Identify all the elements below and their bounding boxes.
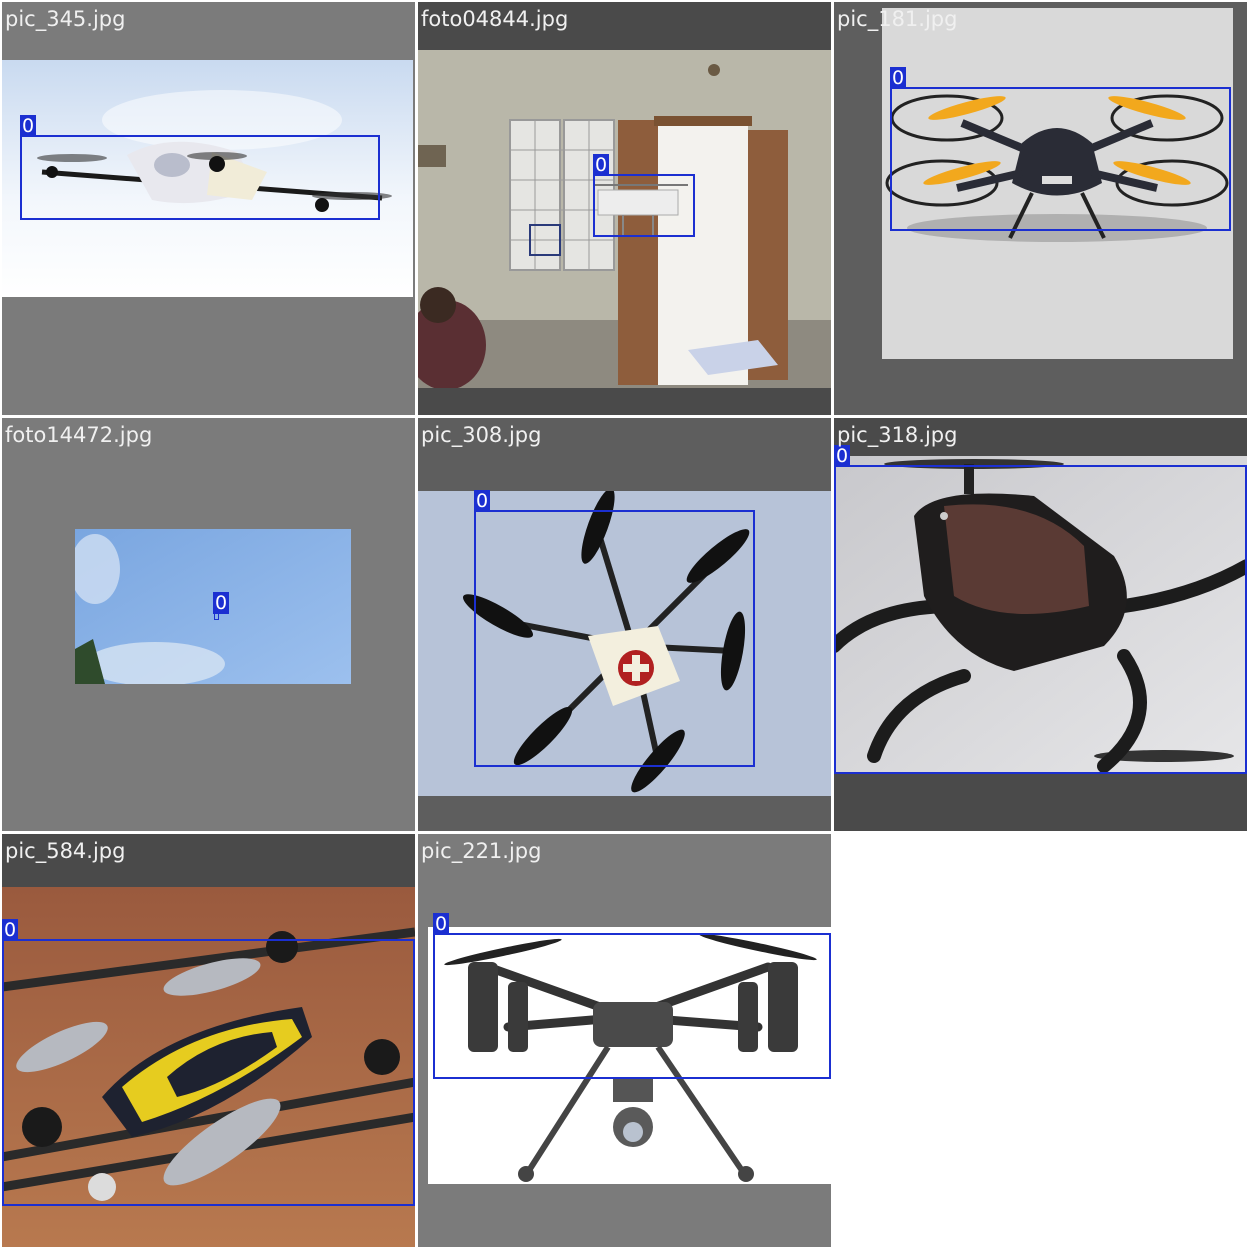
detection-label: 0 [213, 592, 230, 614]
tile-photo [834, 456, 1247, 773]
mosaic-tile-8: pic_221.jpg [418, 834, 831, 1247]
detection-label: 0 [593, 154, 610, 176]
tile-filename: pic_584.jpg [5, 839, 126, 863]
mosaic-tile-6: pic_318.jpg 0 [834, 418, 1247, 831]
detection-label: 0 [20, 115, 37, 137]
tile-filename: pic_318.jpg [837, 423, 958, 447]
detection-label: 0 [474, 490, 491, 512]
tile-filename: pic_308.jpg [421, 423, 542, 447]
mosaic-tile-1: pic_345.jpg 0 [2, 2, 415, 415]
tile-photo [882, 8, 1233, 359]
mosaic-tile-5: pic_308.jpg [418, 418, 831, 831]
tile-photo [2, 887, 415, 1247]
tile-filename: pic_345.jpg [5, 7, 126, 31]
detection-box [593, 174, 695, 237]
detection-label: 0 [433, 913, 450, 935]
mosaic-tile-3: pic_181.jpg 0 [834, 2, 1247, 415]
detection-label: 0 [890, 67, 907, 89]
detection-box [20, 135, 380, 220]
detection-box [890, 87, 1231, 231]
mosaic-tile-2: foto04844.jpg [418, 2, 831, 415]
detection-box [2, 939, 415, 1206]
detection-box [834, 465, 1247, 774]
detection-label: 0 [2, 919, 19, 941]
mosaic-tile-4: foto14472.jpg 0 [2, 418, 415, 831]
tile-photo [418, 50, 831, 388]
tile-photo [428, 927, 831, 1184]
tile-filename: pic_181.jpg [837, 7, 958, 31]
detection-label: 0 [834, 445, 851, 467]
tile-filename: foto14472.jpg [5, 423, 153, 447]
mosaic-tile-7: pic_584.jpg 0 [2, 834, 415, 1247]
detection-box [433, 933, 831, 1079]
tile-filename: foto04844.jpg [421, 7, 569, 31]
tile-photo [418, 491, 831, 796]
tile-filename: pic_221.jpg [421, 839, 542, 863]
detection-box [474, 510, 755, 767]
